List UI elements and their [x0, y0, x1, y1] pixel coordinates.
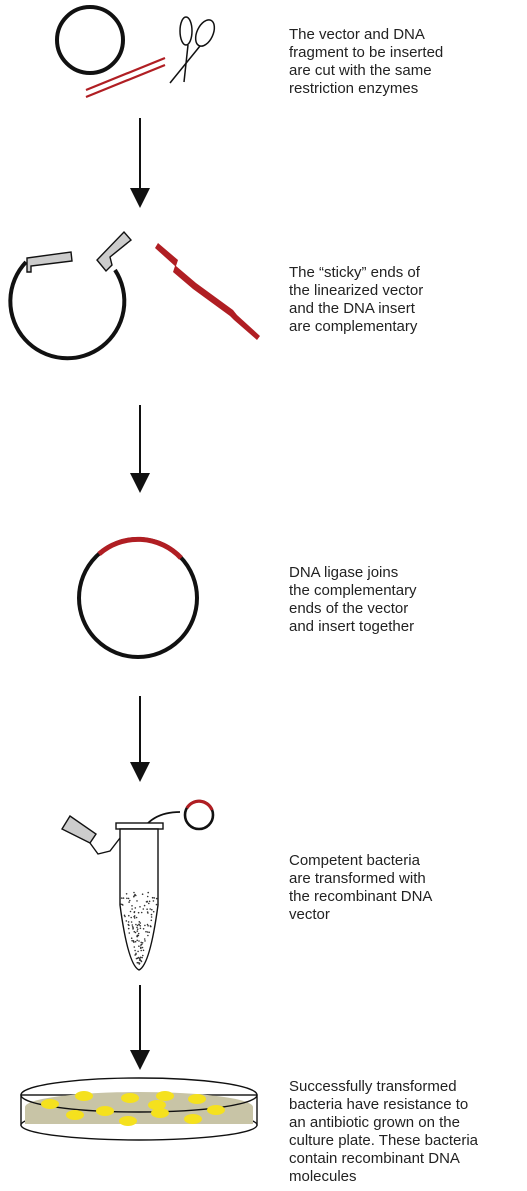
colony — [151, 1108, 169, 1118]
circular-vector — [55, 5, 125, 75]
colony — [184, 1114, 202, 1124]
colony — [188, 1094, 206, 1104]
colony — [119, 1116, 137, 1126]
plate-rim — [20, 1077, 258, 1113]
tube-rim — [115, 822, 164, 830]
step-2-illustration — [8, 230, 260, 361]
colony — [121, 1093, 139, 1103]
step-2-caption: The “sticky” ends of the linearized vect… — [289, 264, 424, 335]
scissors-icon — [169, 16, 216, 84]
step-5-caption: Successfully transformed bacteria have r… — [289, 1078, 479, 1185]
plasmid-small-insert — [185, 799, 214, 811]
step-3-caption: DNA ligase joins the complementary ends … — [289, 564, 417, 635]
microcentrifuge-tube — [61, 815, 164, 971]
colony — [156, 1091, 174, 1101]
colony — [96, 1106, 114, 1116]
ligated-insert — [97, 536, 183, 560]
colony — [66, 1110, 84, 1120]
dna-fragment — [85, 56, 166, 99]
bacterial-colonies — [41, 1091, 225, 1126]
sticky-end-left — [26, 251, 73, 273]
colony — [41, 1099, 59, 1109]
step-4-caption: Competent bacteria are transformed with … — [289, 852, 433, 923]
colony — [148, 1100, 166, 1110]
sticky-end-right — [96, 230, 133, 273]
dna-insert — [155, 243, 260, 340]
step-4-illustration — [61, 799, 215, 971]
tube-lid — [61, 815, 97, 844]
colony — [75, 1091, 93, 1101]
tube-body — [119, 828, 159, 971]
step-1-caption: The vector and DNA fragment to be insert… — [289, 26, 444, 97]
step-5-illustration — [20, 1077, 258, 1141]
bacteria-dots — [120, 891, 158, 965]
linearized-vector — [8, 260, 127, 361]
tube-hinge — [89, 837, 121, 855]
step-3-illustration — [77, 536, 199, 659]
colony — [207, 1105, 225, 1115]
step-1-illustration — [55, 5, 216, 99]
